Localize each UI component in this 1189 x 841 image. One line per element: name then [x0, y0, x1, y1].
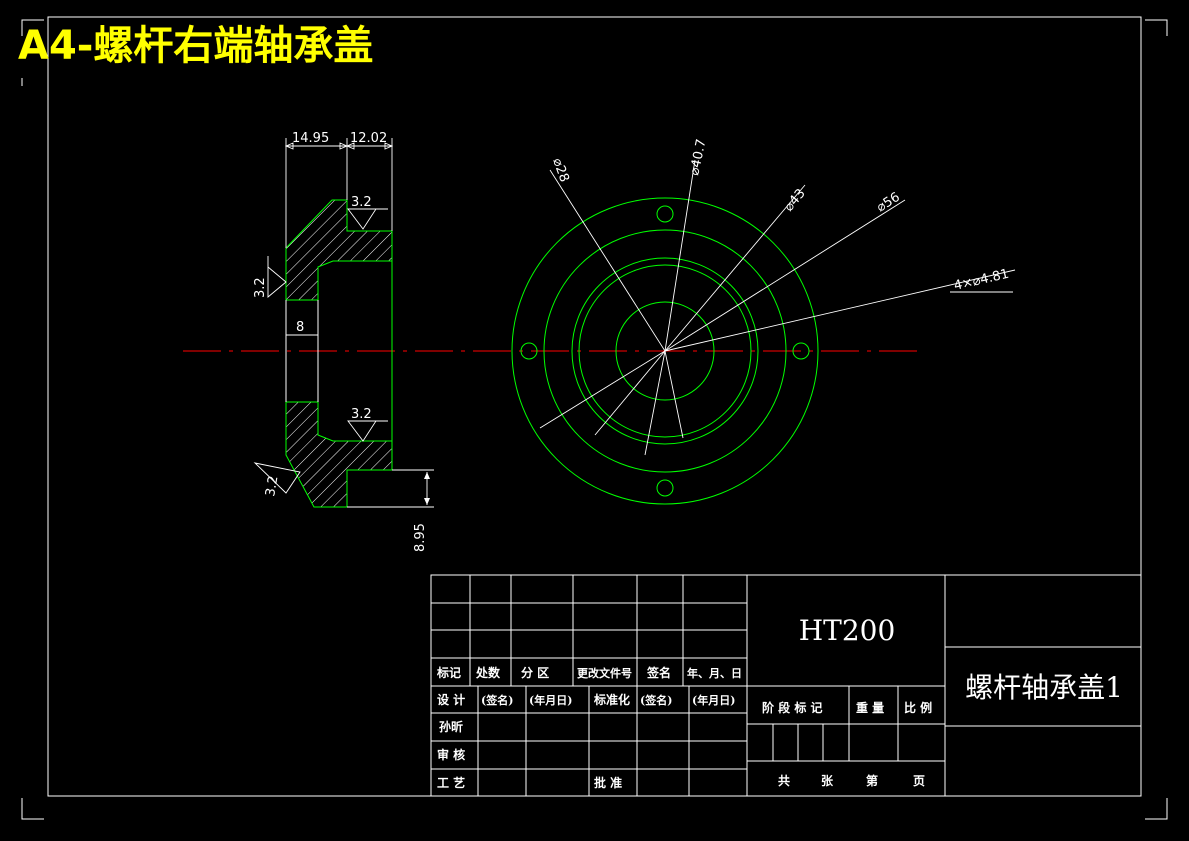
- tb-count: 处数: [475, 665, 501, 680]
- dim-holes: 4×⌀4.81: [953, 267, 1011, 294]
- bolt-hole-bottom: [656, 479, 674, 497]
- title-block: HT200 螺杆轴承盖1 标记 处数 分 区 更改文件号 签名 年、月、日 设 …: [430, 574, 1142, 797]
- tb-weight: 重 量: [856, 700, 884, 715]
- roughness-bottom-left: 3.2: [263, 475, 281, 498]
- dim-bottom: 8.95: [413, 523, 428, 552]
- tb-page: 页: [913, 774, 925, 788]
- dim-d28: ⌀28: [549, 156, 571, 184]
- part-name: 螺杆轴承盖1: [965, 671, 1123, 704]
- front-view: ⌀28 ⌀40.7 ⌀43 ⌀56 4×⌀4.81: [511, 138, 1016, 505]
- bolt-hole-top: [656, 205, 674, 223]
- material-label: HT200: [799, 614, 896, 647]
- roughness-top: 3.2: [351, 195, 372, 210]
- roughness-left: 3.2: [253, 277, 268, 298]
- dim-d40-7: ⌀40.7: [687, 138, 709, 177]
- tb-review: 审 核: [437, 747, 465, 762]
- tb-sign1: (签名): [481, 693, 513, 707]
- tb-doc-no: 更改文件号: [577, 666, 632, 680]
- dim-top-right: 12.02: [350, 131, 387, 146]
- dim-top-left: 14.95: [292, 131, 329, 146]
- tb-approve: 批 准: [594, 775, 622, 790]
- tb-mark: 标记: [436, 665, 461, 680]
- tb-date: 年、月、日: [687, 666, 742, 680]
- tb-total: 共: [778, 773, 790, 788]
- drawing-title: A4-螺杆右端轴承盖: [18, 23, 373, 69]
- section-view: 14.95 12.02 8 8.95 3.2 3.2 3.2 3.2: [253, 131, 434, 552]
- tb-drawer: 孙昕: [439, 719, 463, 734]
- dim-d56: ⌀56: [874, 190, 903, 216]
- tb-process: 工 艺: [437, 775, 465, 790]
- tb-sign: 签名: [646, 665, 671, 680]
- tb-sheets: 张: [821, 773, 834, 788]
- bolt-hole-right: [792, 342, 810, 360]
- tb-zone: 分 区: [521, 665, 549, 680]
- tb-scale: 比 例: [904, 700, 932, 715]
- dim-inner: 8: [296, 320, 304, 335]
- section-hatch-top: [286, 200, 392, 300]
- bolt-hole-left: [520, 342, 538, 360]
- dim-d43: ⌀43: [782, 186, 809, 214]
- tb-nth: 第: [866, 773, 878, 788]
- roughness-lower: 3.2: [351, 407, 372, 422]
- tb-design: 设 计: [437, 692, 465, 707]
- tb-sign2: (签名): [640, 693, 672, 707]
- tb-date2: (年月日): [692, 693, 735, 707]
- section-hatch-bottom: [286, 402, 392, 507]
- tb-stage: 阶 段 标 记: [762, 700, 823, 715]
- tb-date1: (年月日): [529, 693, 572, 707]
- tb-standard: 标准化: [593, 692, 630, 707]
